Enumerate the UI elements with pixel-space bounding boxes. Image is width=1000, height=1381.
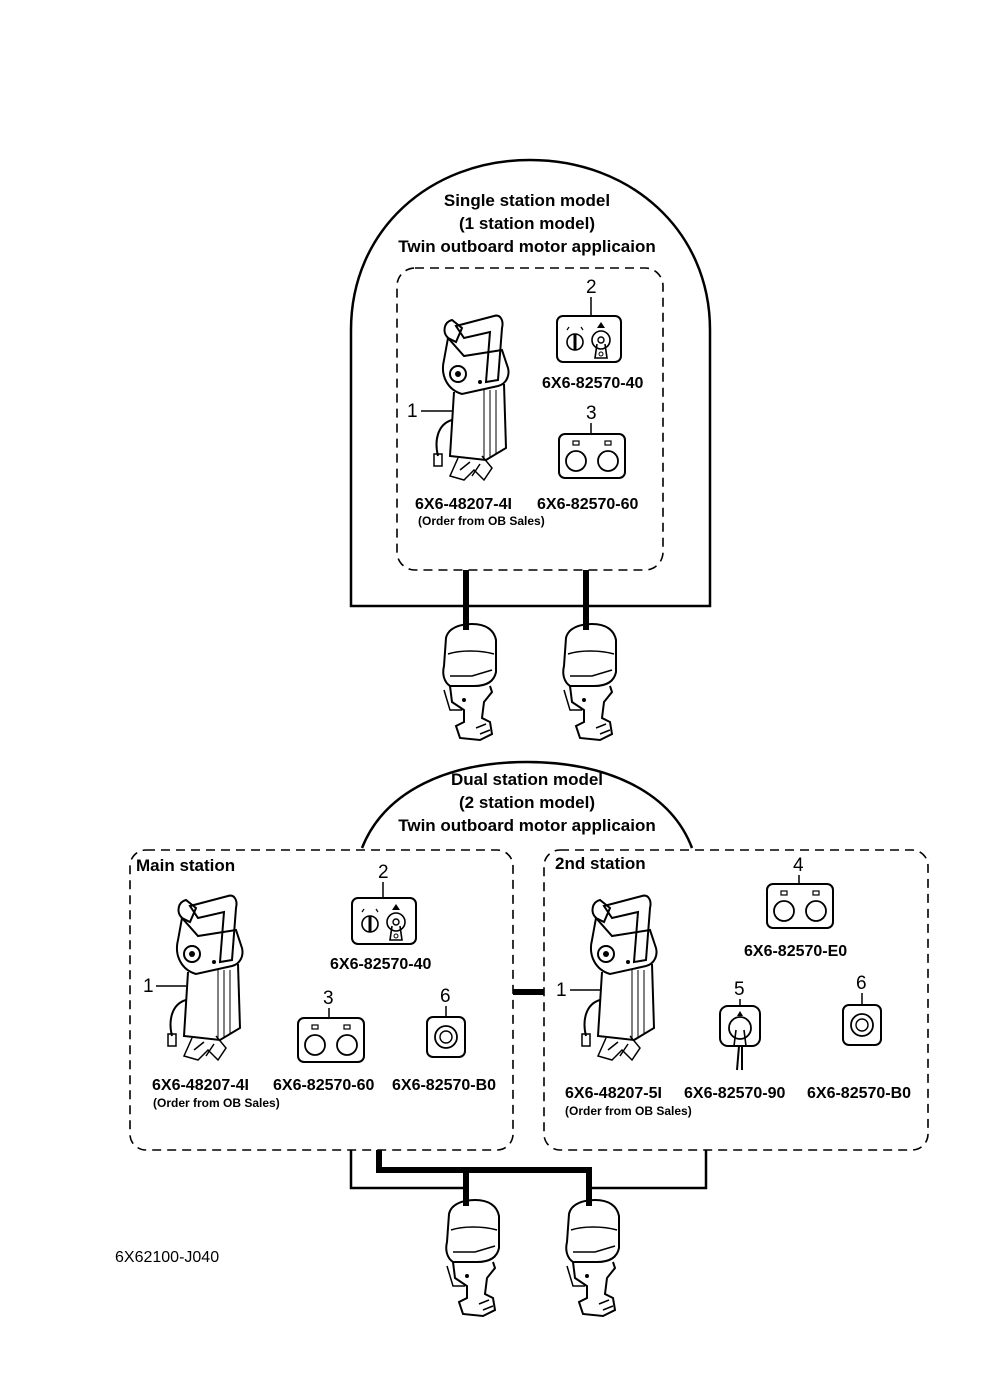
second-stop-part-number: 6X6-82570-B0 (807, 1085, 911, 1102)
main-station-label: Main station (136, 856, 235, 875)
single-outboard-motor-left (442, 623, 497, 741)
main-control-part-number: 6X6-48207-4I (152, 1077, 249, 1094)
second-remote-control-illustration (581, 894, 658, 1061)
main-item2-number: 2 (378, 862, 389, 883)
single-remote-control-illustration (433, 314, 510, 481)
single-station-dashed-frame (396, 267, 664, 571)
station-link-cable (513, 989, 544, 995)
main-panel-part-number: 6X6-82570-60 (273, 1077, 375, 1094)
single-station-title-line2: (1 station model) (459, 214, 595, 233)
main-remote-control-illustration (167, 894, 244, 1061)
main-station-dashed-frame (129, 849, 514, 1151)
dual-station-title-line3: Twin outboard motor applicaion (398, 816, 656, 835)
single-panel-part-number: 6X6-82570-60 (537, 496, 639, 513)
single-item1-number: 1 (407, 401, 418, 422)
single-cable-right (583, 570, 589, 630)
second-key-part-number: 6X6-82570-90 (684, 1085, 786, 1102)
main-item1-number: 1 (143, 976, 154, 997)
single-station-outline (349, 158, 712, 608)
second-twin-button-panel (766, 883, 834, 929)
main-stop-part-number: 6X6-82570-B0 (392, 1077, 496, 1094)
single-main-switch-panel (555, 314, 623, 364)
second-control-part-number: 6X6-48207-5I (565, 1085, 662, 1102)
second-station-label: 2nd station (555, 854, 646, 873)
dual-cable-inner (376, 1150, 592, 1206)
second-item6-number: 6 (856, 973, 867, 994)
second-panel-part-number: 6X6-82570-E0 (744, 943, 847, 960)
single-control-part-number: 6X6-48207-4I (415, 496, 512, 513)
dual-station-title-line1: Dual station model (451, 770, 603, 789)
dual-outboard-motor-right (565, 1199, 620, 1317)
single-station-title-line1: Single station model (444, 191, 610, 210)
dual-cable-outer (349, 1150, 708, 1190)
main-twin-button-panel (297, 1017, 365, 1063)
main-switch-part-number: 6X6-82570-40 (330, 956, 432, 973)
main-item3-number: 3 (323, 988, 334, 1009)
second-item5-number: 5 (734, 979, 745, 1000)
single-item2-number: 2 (586, 277, 597, 298)
single-order-note: (Order from OB Sales) (418, 514, 545, 528)
dual-station-dome (360, 760, 694, 849)
main-order-note: (Order from OB Sales) (153, 1096, 280, 1110)
second-station-dashed-frame (543, 849, 929, 1151)
single-station-title-line3: Twin outboard motor applicaion (398, 237, 656, 256)
second-item4-number: 4 (793, 855, 804, 876)
second-item1-number: 1 (556, 980, 567, 1001)
single-cable-left (463, 570, 469, 630)
second-stop-switch-panel (842, 1004, 882, 1046)
figure-id: 6X62100-J040 (115, 1249, 219, 1266)
single-twin-button-panel (558, 433, 626, 479)
dual-station-title-line2: (2 station model) (459, 793, 595, 812)
main-stop-switch-panel (426, 1016, 466, 1058)
main-item6-number: 6 (440, 986, 451, 1007)
single-switch-part-number: 6X6-82570-40 (542, 375, 644, 392)
second-order-note: (Order from OB Sales) (565, 1104, 692, 1118)
single-outboard-motor-right (562, 623, 617, 741)
single-item3-number: 3 (586, 403, 597, 424)
dual-outboard-motor-left (445, 1199, 500, 1317)
second-key-switch-with-lanyard (719, 1005, 761, 1071)
main-main-switch-panel (350, 896, 418, 946)
